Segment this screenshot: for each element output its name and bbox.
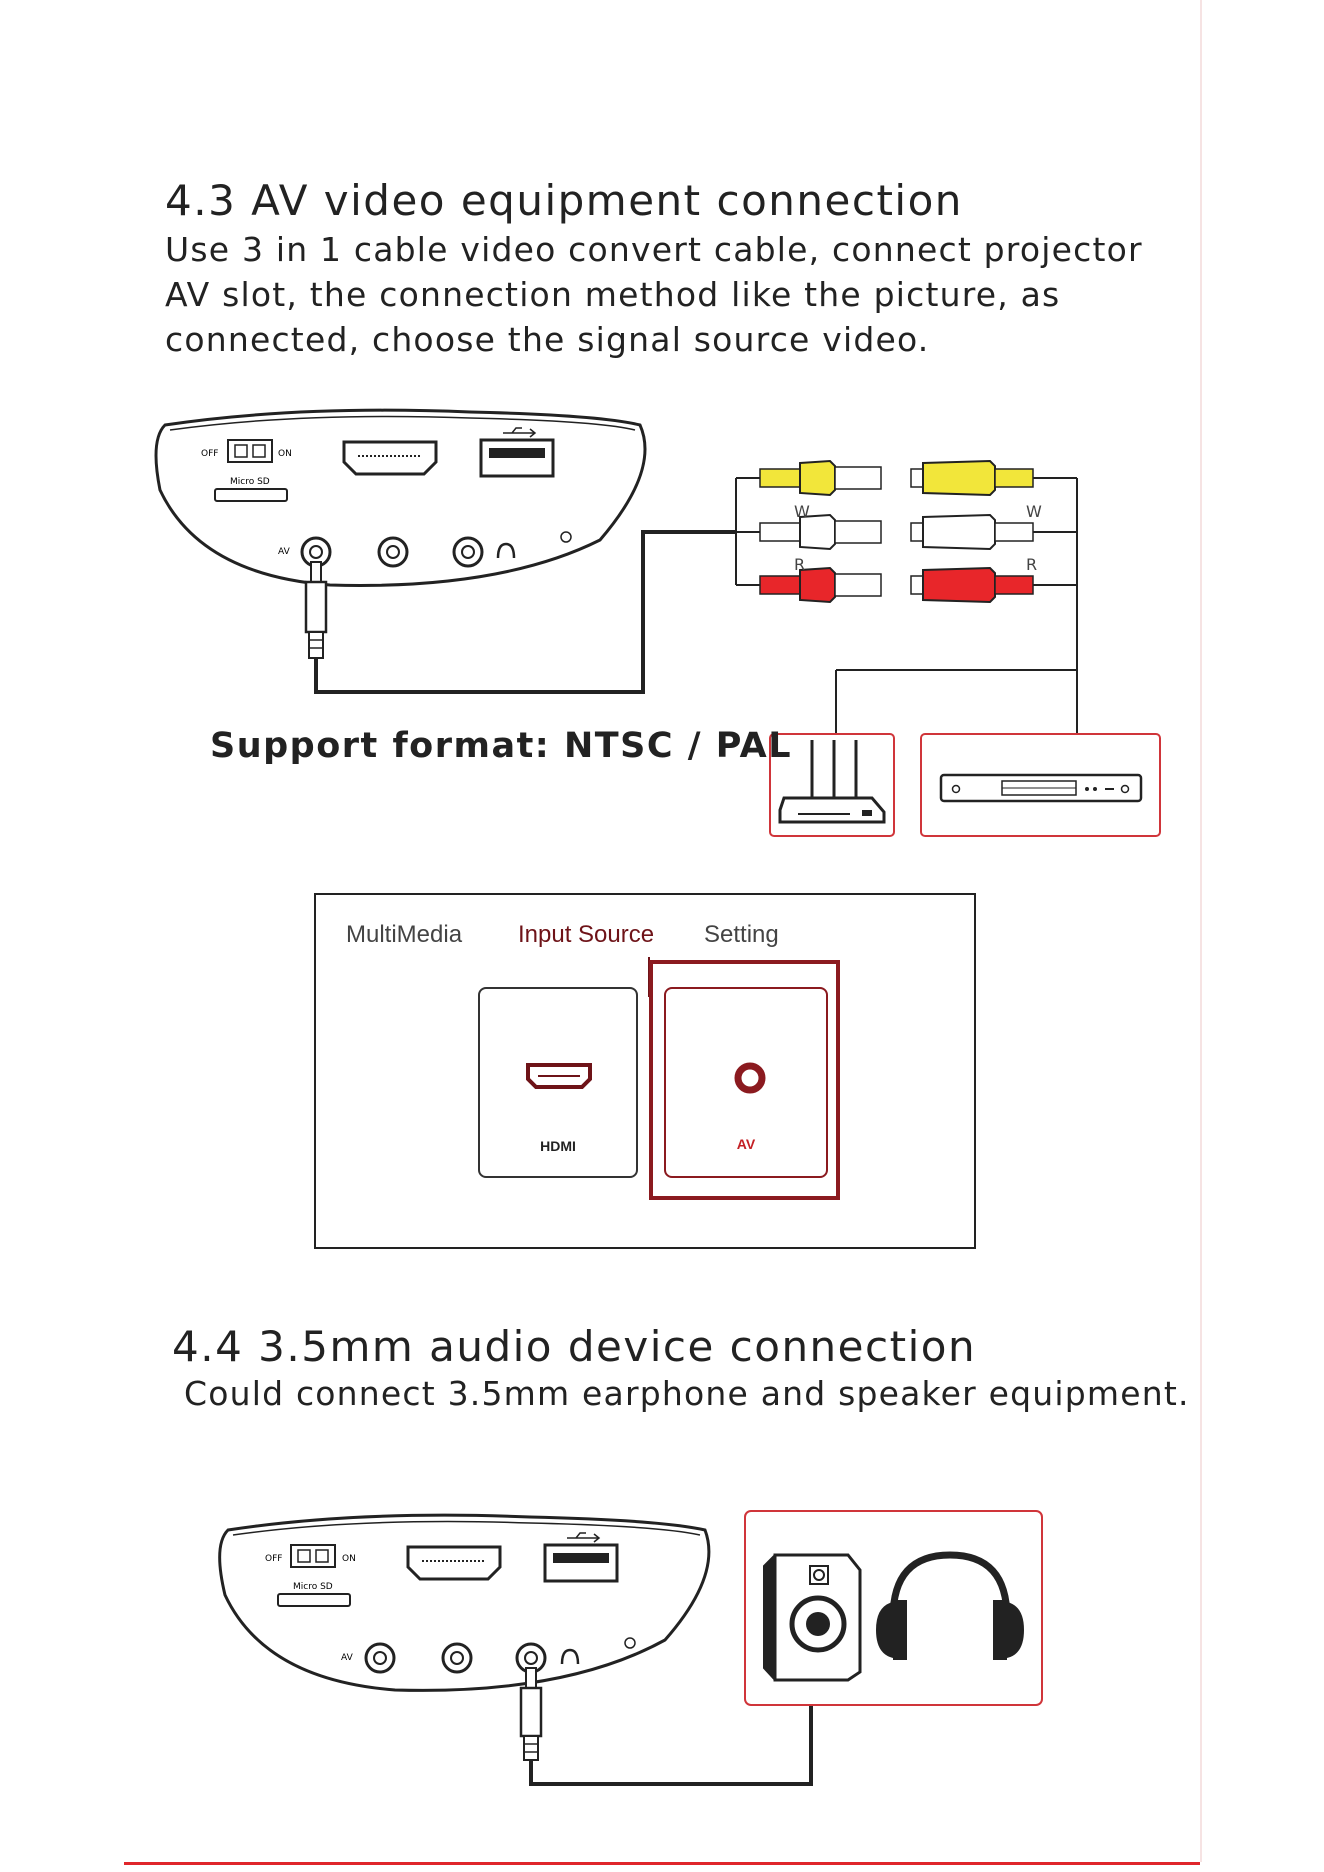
support-format-text: Support format: NTSC / PAL [210,726,793,766]
input-tile-hdmi[interactable]: HDMI [478,987,638,1178]
input-source-menu: MultiMedia Input Source Setting HDMI AV [314,893,976,1249]
page-bottom-rule [124,1862,1200,1865]
dvd-player-icon [939,773,1143,803]
section-heading-4-3: 4.3 AV video equipment connection [165,176,963,225]
av-cable [314,530,736,694]
tab-setting[interactable]: Setting [704,921,779,948]
av-port-label: AV [278,547,291,557]
red-label-left: R [794,555,805,574]
switch-on-label: ON [278,449,292,459]
av-plug-icon [304,561,328,659]
section-paragraph-4-3-line1: Use 3 in 1 cable video convert cable, co… [165,230,1143,269]
rca-plugs-left: W R [759,459,882,604]
hdmi-icon [526,1063,592,1089]
switch-off-label: OFF [201,449,218,459]
projector-panel-top: OFF ON Micro SD AV [154,408,647,587]
hdmi-port-icon [342,440,438,476]
input-tile-av[interactable]: AV [664,987,828,1178]
rca-plugs-right: W R [910,459,1042,604]
tab-input-source[interactable]: Input Source [518,921,655,948]
headphone-small-icon [496,542,516,559]
av-icon [734,1062,766,1094]
av-tile-label: AV [736,1136,756,1152]
white-label-right: W [1026,502,1042,521]
white-label-left: W [794,502,810,521]
router-icon [778,740,886,824]
hdmi-tile-label: HDMI [540,1138,576,1154]
section-paragraph-4-3-line2: AV slot, the connection method like the … [165,275,1061,314]
microsd-label: Micro SD [230,477,270,487]
section-heading-4-4: 4.4 3.5mm audio device connection [172,1322,977,1371]
tab-multimedia[interactable]: MultiMedia [346,921,463,948]
red-label-right: R [1026,555,1037,574]
section-paragraph-4-4: Could connect 3.5mm earphone and speaker… [184,1374,1190,1413]
selected-highlight [649,960,840,1200]
section-paragraph-4-3-line3: connected, choose the signal source vide… [165,320,930,359]
